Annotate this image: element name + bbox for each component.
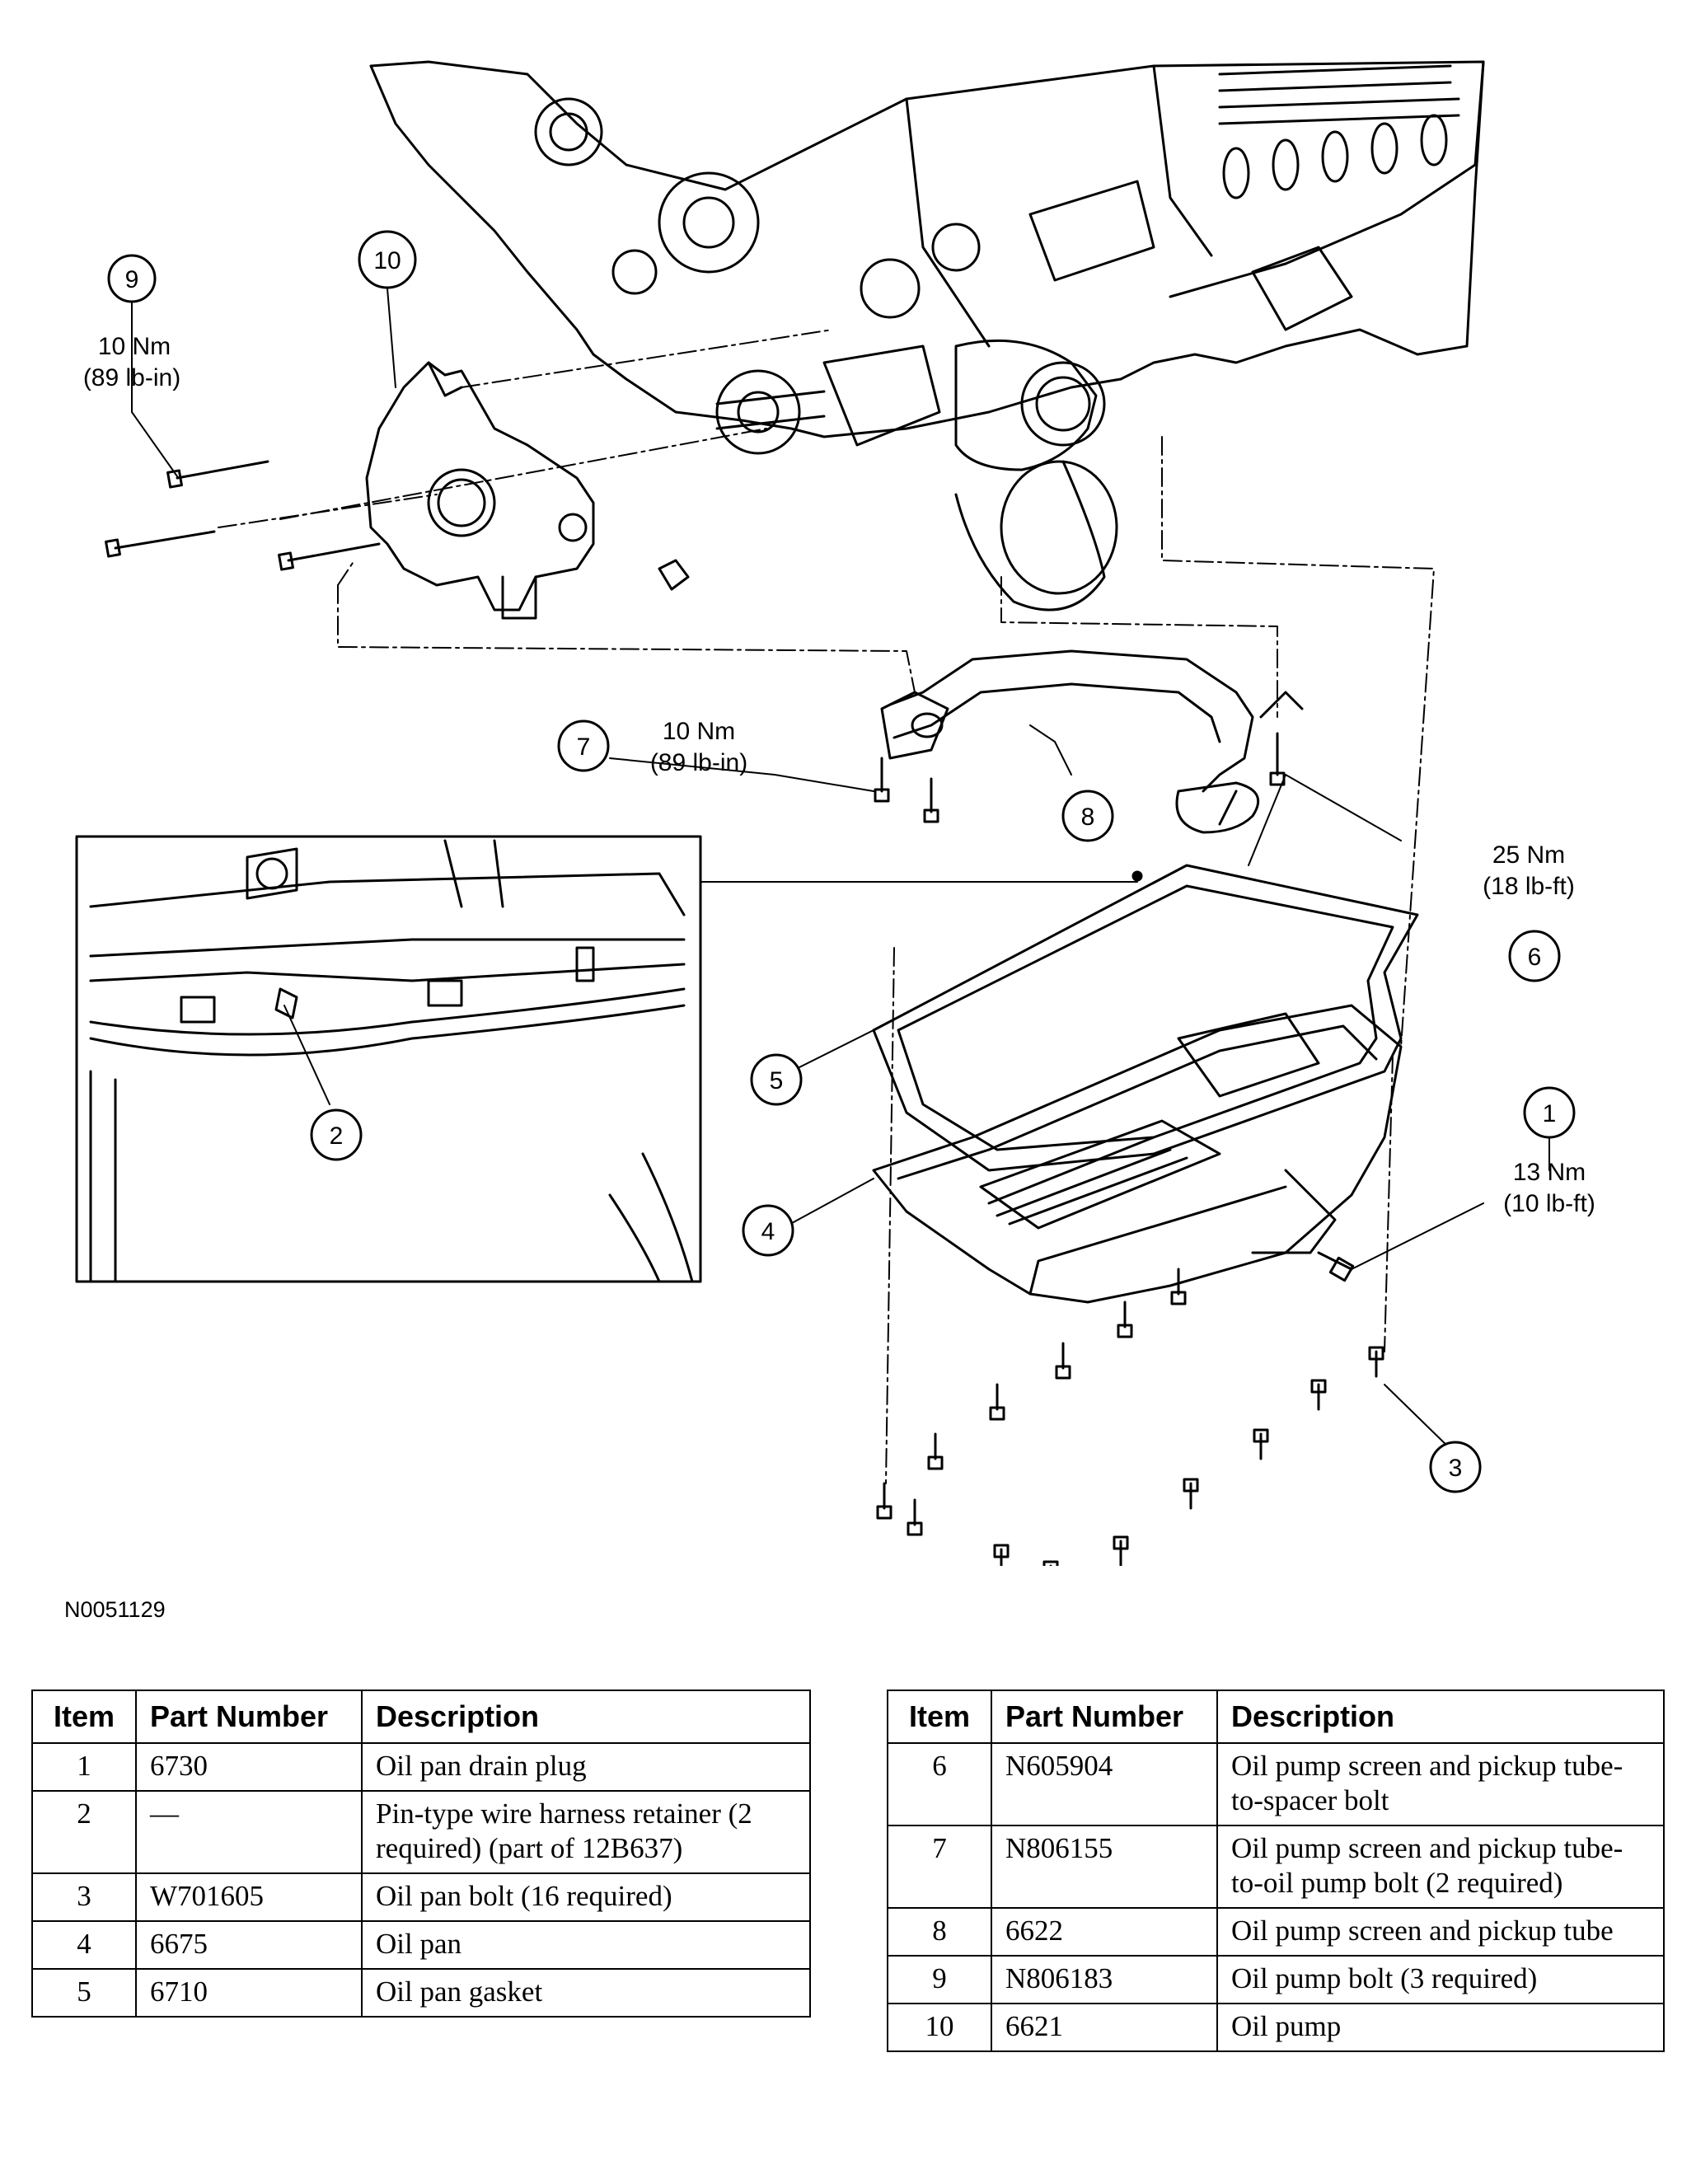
cell-part-number: N806155 [991, 1825, 1218, 1909]
inset-detail [75, 835, 702, 1283]
cell-item: 1 [31, 1742, 137, 1792]
cell-part-number: — [135, 1790, 363, 1874]
callout-8: 8 [1061, 790, 1114, 842]
svg-text:10 Nm: 10 Nm [663, 718, 735, 745]
table-row: 10 6621 Oil pump [887, 2003, 1665, 2052]
callout-10: 10 [358, 230, 417, 289]
svg-text:(18 lb-ft): (18 lb-ft) [1483, 873, 1575, 900]
svg-text:(89 lb-in): (89 lb-in) [83, 364, 180, 391]
oil-pump [365, 361, 595, 620]
svg-text:25 Nm: 25 Nm [1492, 841, 1565, 869]
figure-id: N0051129 [64, 1597, 166, 1622]
svg-text:2: 2 [330, 1122, 344, 1150]
alignment-lines [218, 329, 1435, 1484]
cell-item: 10 [887, 2003, 992, 2052]
header-part-number: Part Number [991, 1690, 1218, 1744]
cell-part-number: 6710 [135, 1968, 363, 2018]
callout-1: 1 13 Nm (10 lb-ft) [1503, 1086, 1595, 1217]
callout-6: 25 Nm (18 lb-ft) 6 [1483, 841, 1575, 982]
cell-item: 8 [887, 1907, 992, 1957]
svg-text:6: 6 [1528, 944, 1542, 971]
callout-3: 3 [1429, 1441, 1482, 1493]
cell-item: 7 [887, 1825, 992, 1909]
cell-part-number: 6621 [991, 2003, 1218, 2052]
cell-description: Oil pump screen and pickup tube [1216, 1907, 1665, 1957]
table-header-row: Item Part Number Description [31, 1690, 811, 1744]
svg-text:(89 lb-in): (89 lb-in) [650, 749, 747, 776]
header-description: Description [1216, 1690, 1665, 1744]
table-row: 9 N806183 Oil pump bolt (3 required) [887, 1955, 1665, 2004]
cell-part-number: 6622 [991, 1907, 1218, 1957]
cell-description: Oil pump screen and pickup tube-to-oil p… [1216, 1825, 1665, 1909]
cell-part-number: 6675 [135, 1920, 363, 1970]
parts-table-left: Item Part Number Description 1 6730 Oil … [31, 1690, 811, 2018]
table-header-row: Item Part Number Description [887, 1690, 1665, 1744]
svg-text:10: 10 [373, 247, 401, 274]
table-row: 3 W701605 Oil pan bolt (16 required) [31, 1872, 811, 1922]
svg-text:8: 8 [1081, 804, 1095, 831]
table-row: 4 6675 Oil pan [31, 1920, 811, 1970]
callout-9: 9 10 Nm (89 lb-in) [83, 254, 180, 391]
cell-item: 9 [887, 1955, 992, 2004]
cell-item: 6 [887, 1742, 992, 1826]
cell-description: Oil pan drain plug [361, 1742, 811, 1792]
header-item: Item [887, 1690, 992, 1744]
table-row: 7 N806155 Oil pump screen and pickup tub… [887, 1825, 1665, 1909]
svg-text:(10 lb-ft): (10 lb-ft) [1503, 1190, 1595, 1217]
callout-4: 4 [742, 1204, 794, 1257]
callout-5: 5 [750, 1053, 803, 1106]
cell-description: Pin-type wire harness retainer (2 requir… [361, 1790, 811, 1874]
svg-text:1: 1 [1543, 1100, 1557, 1127]
cell-item: 2 [31, 1790, 137, 1874]
cell-description: Oil pan gasket [361, 1968, 811, 2018]
svg-text:9: 9 [125, 266, 139, 293]
cell-item: 3 [31, 1872, 137, 1922]
svg-text:10 Nm: 10 Nm [98, 333, 171, 360]
callout-7: 7 10 Nm (89 lb-in) [557, 718, 747, 776]
svg-text:4: 4 [761, 1218, 775, 1245]
drain-plug [1317, 1251, 1355, 1282]
callout-2: 2 [310, 1108, 363, 1161]
cell-description: Oil pump [1216, 2003, 1665, 2052]
cell-item: 5 [31, 1968, 137, 2018]
cell-part-number: N806183 [991, 1955, 1218, 2004]
cell-description: Oil pump screen and pickup tube-to-space… [1216, 1742, 1665, 1826]
table-row: 5 6710 Oil pan gasket [31, 1968, 811, 2018]
oil-pan-gasket [872, 864, 1419, 1172]
cell-description: Oil pan [361, 1920, 811, 1970]
oil-pump-bolts [105, 460, 381, 571]
svg-text:7: 7 [577, 733, 591, 761]
cell-part-number: W701605 [135, 1872, 363, 1922]
cell-part-number: 6730 [135, 1742, 363, 1792]
oil-pan-bolts [876, 1268, 1384, 1566]
header-part-number: Part Number [135, 1690, 363, 1744]
cell-description: Oil pump bolt (3 required) [1216, 1955, 1665, 2004]
svg-text:3: 3 [1449, 1455, 1463, 1482]
oil-pickup-tube [880, 649, 1304, 834]
cell-item: 4 [31, 1920, 137, 1970]
svg-text:5: 5 [770, 1067, 784, 1094]
exploded-view-illustration: 9 10 Nm (89 lb-in) 10 7 10 Nm (89 lb-in)… [75, 60, 1595, 1566]
table-row: 1 6730 Oil pan drain plug [31, 1742, 811, 1792]
svg-text:13 Nm: 13 Nm [1513, 1159, 1586, 1186]
header-description: Description [361, 1690, 811, 1744]
oil-pan [872, 1004, 1403, 1304]
table-row: 8 6622 Oil pump screen and pickup tube [887, 1907, 1665, 1957]
cell-part-number: N605904 [991, 1742, 1218, 1826]
table-row: 6 N605904 Oil pump screen and pickup tub… [887, 1742, 1665, 1826]
cell-description: Oil pan bolt (16 required) [361, 1872, 811, 1922]
header-item: Item [31, 1690, 137, 1744]
engine-block [369, 60, 1485, 612]
parts-table-right: Item Part Number Description 6 N605904 O… [887, 1690, 1665, 2052]
table-row: 2 — Pin-type wire harness retainer (2 re… [31, 1790, 811, 1874]
callout-leaders [131, 288, 1550, 1451]
